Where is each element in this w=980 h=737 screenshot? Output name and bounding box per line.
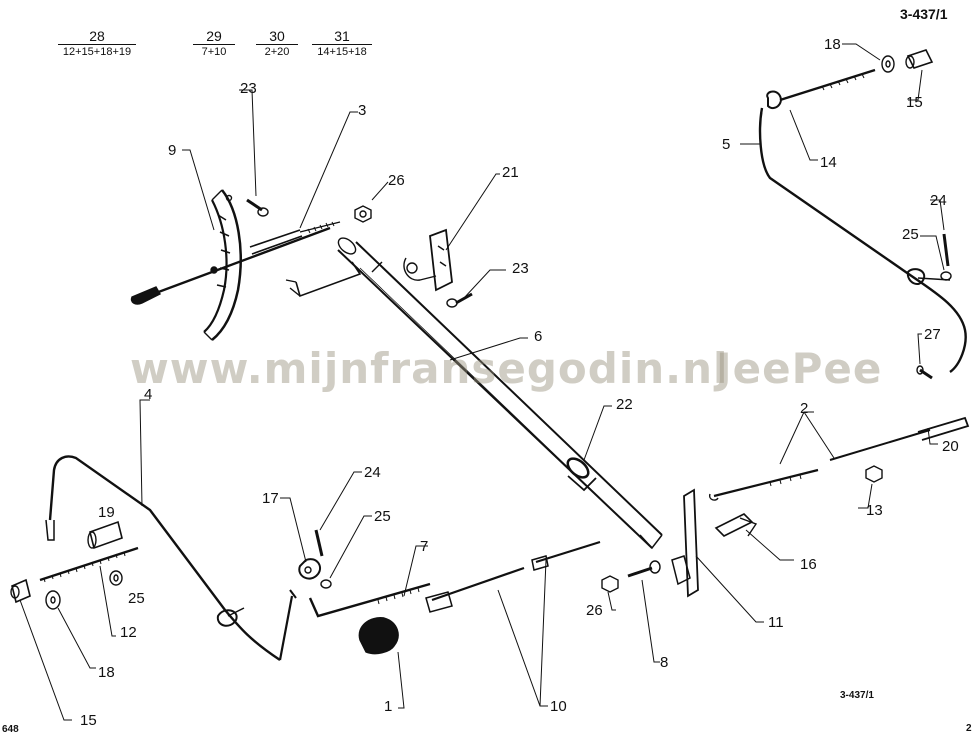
fraction-28: 28 12+15+18+19 <box>58 29 136 59</box>
callout-21: 21 <box>502 164 519 181</box>
page-code-left: 648 <box>2 724 19 735</box>
part-23b-screw <box>446 292 473 308</box>
callout-10: 10 <box>550 698 567 715</box>
callout-2: 2 <box>800 400 809 417</box>
part-24b-screw <box>314 529 324 557</box>
part-3-rod <box>130 221 341 305</box>
part-13-nut <box>865 465 883 483</box>
callout-9: 9 <box>168 142 177 159</box>
fraction-31: 31 14+15+18 <box>312 29 372 59</box>
part-16-clip <box>714 513 758 537</box>
part-17-clamp <box>298 558 322 580</box>
callout-15: 15 <box>906 94 923 111</box>
fraction-top: 29 <box>193 29 235 45</box>
fraction-top: 28 <box>58 29 136 45</box>
part-26b-nut <box>601 575 619 593</box>
callout-25: 25 <box>902 226 919 243</box>
callout-24: 24 <box>364 464 381 481</box>
callout-14: 14 <box>820 154 837 171</box>
callout-16: 16 <box>800 556 817 573</box>
callout-15: 15 <box>80 712 97 729</box>
part-18a-nut <box>881 55 895 73</box>
part-23-screw <box>246 198 269 217</box>
part-8-bolt <box>627 560 661 578</box>
part-25c-washer <box>320 579 332 589</box>
callout-4: 4 <box>144 386 153 403</box>
part-7-rod <box>308 582 431 618</box>
part-15a-cap <box>905 49 934 69</box>
part-1-knob <box>358 617 399 655</box>
callout-25: 25 <box>128 590 145 607</box>
watermark-url: www.mijnfransegodin.nl <box>130 344 729 393</box>
callout-24: 24 <box>930 192 947 209</box>
leader-lines <box>19 43 945 721</box>
part-18b-nut <box>45 590 61 610</box>
fraction-bottom: 2+20 <box>264 46 290 58</box>
watermark-name: JeePee <box>716 344 883 393</box>
fraction-top: 30 <box>256 29 298 45</box>
part-4-bent-rod <box>45 455 297 661</box>
callout-13: 13 <box>866 502 883 519</box>
callout-1: 1 <box>384 698 393 715</box>
drawing-reference-header: 3-437/1 <box>900 6 948 22</box>
part-12-threaded-rod <box>39 546 139 583</box>
fraction-bottom: 14+15+18 <box>317 46 367 58</box>
callout-18: 18 <box>98 664 115 681</box>
callout-6: 6 <box>534 328 543 345</box>
callout-27: 27 <box>924 326 941 343</box>
callout-8: 8 <box>660 654 669 671</box>
fraction-bottom: 12+15+18+19 <box>62 46 132 58</box>
callout-3: 3 <box>358 102 367 119</box>
callout-26: 26 <box>586 602 603 619</box>
part-19-sleeve <box>87 520 123 550</box>
part-25a-washer <box>940 271 952 281</box>
callout-26: 26 <box>388 172 405 189</box>
fraction-bottom: 7+10 <box>201 46 227 58</box>
part-5-bent-rod <box>758 68 967 373</box>
part-26-nut <box>354 205 372 223</box>
fraction-30: 30 2+20 <box>256 29 298 59</box>
callout-19: 19 <box>98 504 115 521</box>
callout-23: 23 <box>240 80 257 97</box>
part-21-bracket <box>403 228 453 292</box>
callout-22: 22 <box>616 396 633 413</box>
part-27-screw <box>916 365 933 380</box>
fraction-29: 29 7+10 <box>193 29 235 59</box>
page-number-right: 2 <box>966 723 972 734</box>
part-24a-screw <box>942 233 950 267</box>
callout-7: 7 <box>420 538 429 555</box>
callout-25: 25 <box>374 508 391 525</box>
part-22-ring <box>566 457 597 492</box>
part-9-quadrant <box>203 189 242 341</box>
callout-23: 23 <box>512 260 529 277</box>
part-6-tube <box>285 237 663 549</box>
callout-17: 17 <box>262 490 279 507</box>
part-25b-washer <box>109 570 123 586</box>
part-2-rods <box>708 416 970 501</box>
callout-18: 18 <box>824 36 841 53</box>
fraction-top: 31 <box>312 29 372 45</box>
callout-20: 20 <box>942 438 959 455</box>
callout-11: 11 <box>768 614 784 631</box>
part-10-rods <box>425 540 601 613</box>
callout-12: 12 <box>120 624 137 641</box>
part-15b-cap <box>10 578 31 604</box>
part-11-lever <box>671 488 699 598</box>
callout-5: 5 <box>722 136 731 153</box>
drawing-reference-footer: 3-437/1 <box>840 690 874 701</box>
